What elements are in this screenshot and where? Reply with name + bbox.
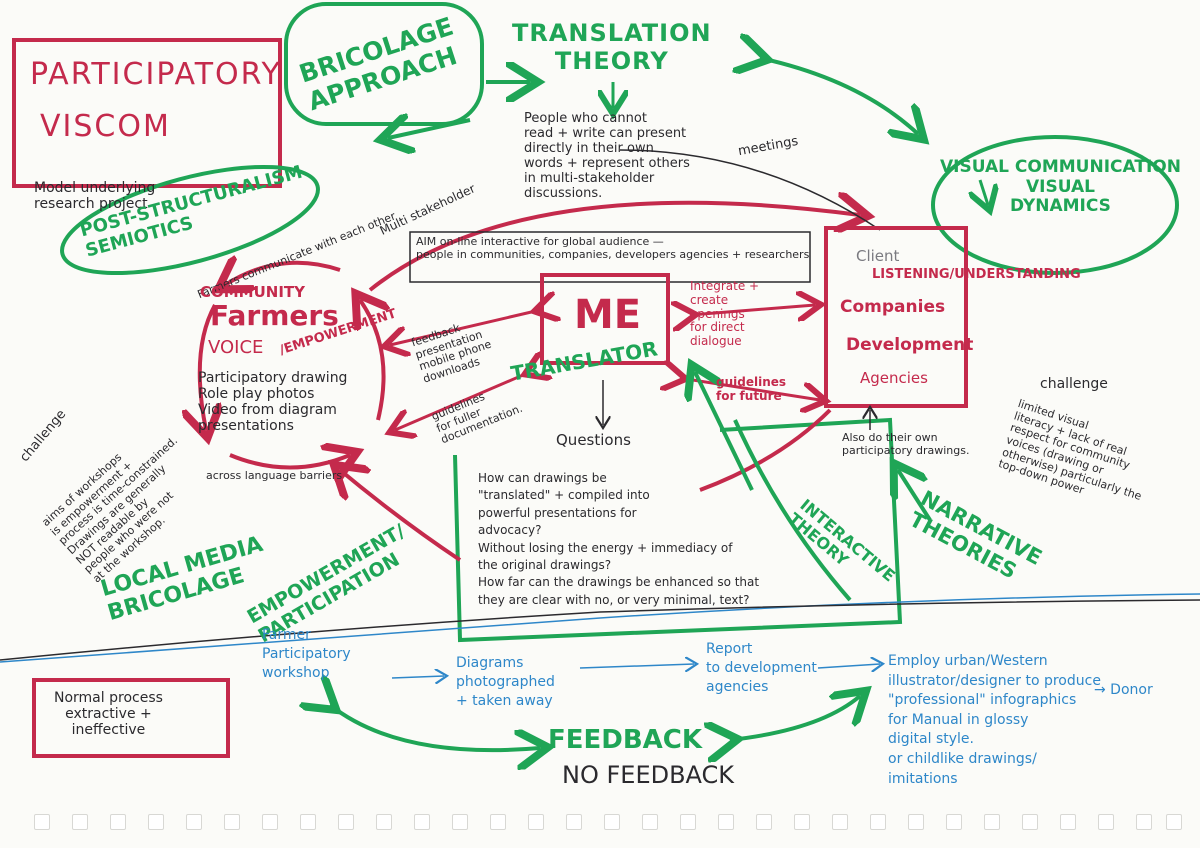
guidelines-right: guidelines for future [716,375,787,403]
binding-hole [490,814,506,830]
questions-heading: Questions [556,431,631,449]
binding-hole [566,814,582,830]
binding-hole [414,814,430,830]
me-label: ME [574,292,642,338]
binding-hole [338,814,354,830]
process-step-illustrator: Employ urban/Western illustrator/designe… [888,653,1101,787]
client-item-agencies: Agencies [860,369,928,387]
binding-hole [148,814,164,830]
post-structuralism-ellipse [60,164,320,276]
visual-communication: VISUAL COMMUNICATION VISUAL DYNAMICS [940,157,1181,217]
binding-hole [528,814,544,830]
binding-hole [984,814,1000,830]
challenge-right-heading: challenge [1040,376,1108,392]
across-language-barriers: across language barriers [206,469,343,482]
process-step-donor: → Donor [1094,682,1153,698]
community-heading: COMMUNITY [200,283,306,301]
binding-hole [110,814,126,830]
binding-hole [946,814,962,830]
binding-hole [794,814,810,830]
client-item-companies: Companies [840,297,946,317]
binding-hole [72,814,88,830]
binding-hole [1022,814,1038,830]
binding-hole [642,814,658,830]
binding-hole [186,814,202,830]
process-step-workshop: Farmer Participatory workshop [262,627,351,681]
client-heading: Client [856,247,900,265]
no-feedback-label: NO FEEDBACK [562,761,735,789]
binding-hole [452,814,468,830]
questions-box [453,417,903,643]
binding-hole [718,814,734,830]
listening-understanding: LISTENING/UNDERSTANDING [872,267,1081,282]
binding-hole [1136,814,1152,830]
binding-hole [1098,814,1114,830]
translation-note: People who cannot read + write can prese… [524,111,690,201]
client-also: Also do their own participatory drawings… [842,431,970,457]
integrate-label: Integrate + create openings for direct d… [690,279,760,349]
process-step-report: Report to development agencies [706,641,817,695]
binding-hole [262,814,278,830]
voice-label: VOICE [208,337,264,358]
binding-hole [34,814,50,830]
binding-hole [756,814,772,830]
binding-hole [870,814,886,830]
model-note: Model underlying research project [34,180,156,213]
translation-theory: TRANSLATION THEORY [512,19,712,75]
binding-hole [908,814,924,830]
farmers-label: Farmers [210,299,339,332]
binding-hole [604,814,620,830]
feedback-label: FEEDBACK [548,725,703,755]
questions-text: How can drawings be "translated" + compi… [478,471,760,607]
normal-process-box-text: Normal process extractive + ineffective [54,690,163,739]
title-box [12,38,282,188]
binding-hole [680,814,696,830]
community-methods: Participatory drawing Role play photos V… [198,370,348,435]
aim-statement: AIM on-line interactive for global audie… [416,235,810,261]
visual-dynamics-ellipse [931,135,1179,275]
client-item-development: Development [846,335,974,355]
binding-hole [1060,814,1076,830]
binding-hole [224,814,240,830]
normal-process-box [32,678,230,758]
title-line1: PARTICIPATORY [30,57,282,92]
process-step-diagrams: Diagrams photographed + taken away [456,655,555,709]
binding-hole [300,814,316,830]
binding-hole [832,814,848,830]
sketchbook-holes [20,814,1182,834]
binding-hole [376,814,392,830]
title-line2: VISCOM [40,109,171,144]
binding-hole [1166,814,1182,830]
